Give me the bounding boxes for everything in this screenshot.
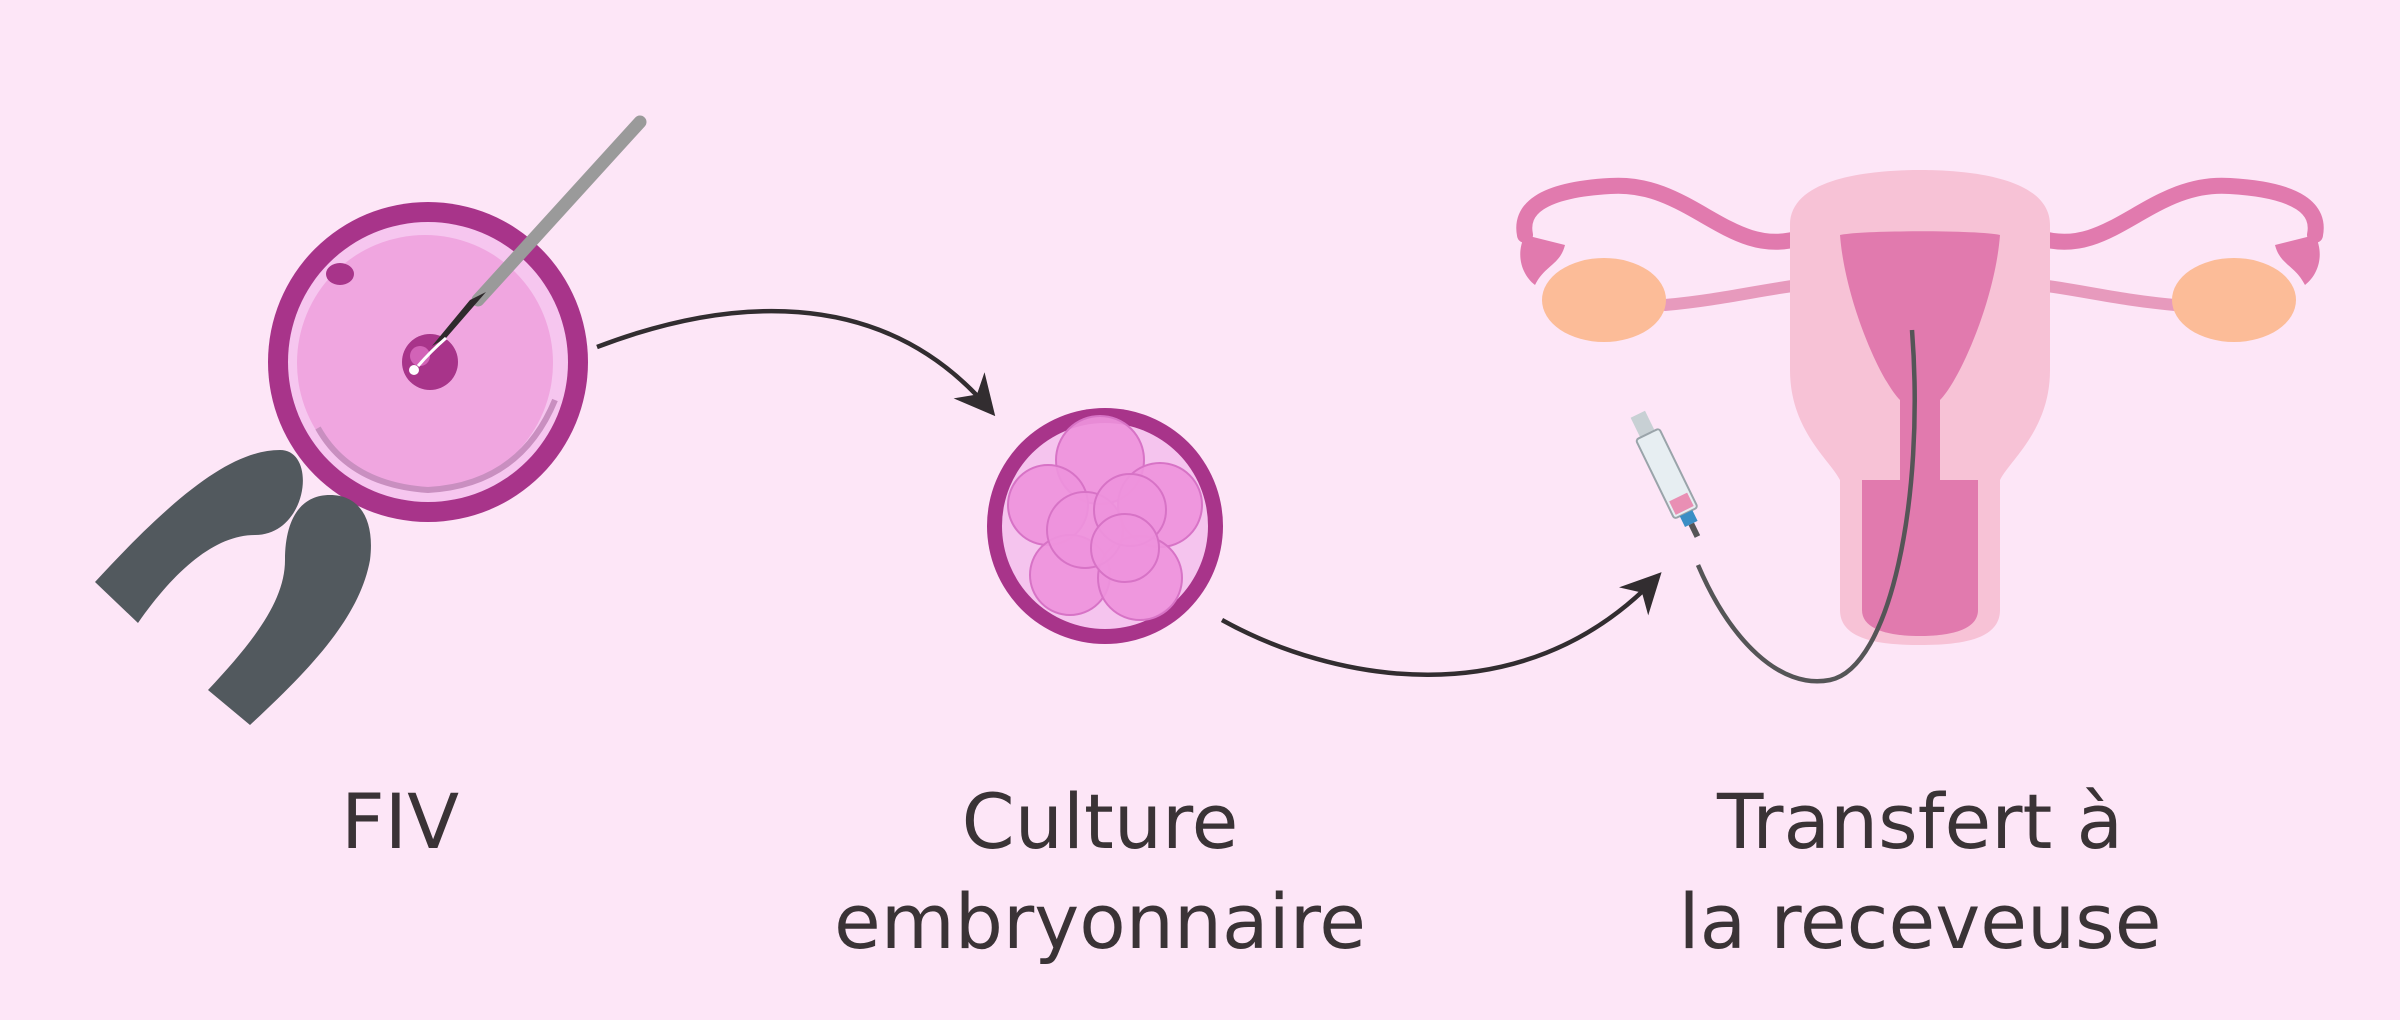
- needle-shaft: [471, 115, 647, 307]
- syringe: [1630, 410, 1701, 538]
- injection-needle: [409, 115, 647, 375]
- ovarian-ligament-right: [2034, 279, 2181, 311]
- uterus-cavity: [1840, 231, 2000, 480]
- blastomere: [1090, 513, 1160, 583]
- step-label-culture: Culture embryonnaire: [780, 772, 1420, 972]
- arrow-fiv-to-culture: [596, 308, 996, 417]
- fimbriae-right: [2275, 235, 2320, 285]
- nucleus: [402, 334, 458, 390]
- sperm-head: [409, 365, 419, 375]
- syringe-plunger: [1630, 410, 1655, 438]
- fimbriae-left: [1520, 235, 1565, 285]
- fallopian-tube-right: [2032, 177, 2324, 250]
- nucleolus: [410, 346, 430, 366]
- step-label-transfer: Transfert à la receveuse: [1560, 772, 2280, 972]
- syringe-hub: [1679, 510, 1698, 527]
- ovarian-ligament-left: [1659, 279, 1806, 311]
- syringe-fill: [1669, 492, 1694, 515]
- needle-tip: [432, 292, 486, 346]
- step-label-line: FIV: [340, 777, 460, 866]
- catheter-tube: [1695, 329, 1917, 684]
- step-label-line: Transfert à: [1716, 777, 2124, 866]
- holding-pipette: [95, 450, 371, 725]
- ovary-left: [1542, 258, 1666, 342]
- pipette-body: [95, 450, 303, 623]
- uterus-illustration: [1516, 170, 2324, 645]
- polar-body: [326, 263, 354, 285]
- step-label-fiv: FIV: [250, 772, 550, 872]
- pipette-lower-body: [208, 495, 371, 725]
- fallopian-tube-left: [1516, 177, 1808, 250]
- uterine-cervix: [1862, 480, 1978, 636]
- transfer-catheter: [1630, 329, 1917, 684]
- oocyte-shadow: [315, 398, 558, 494]
- syringe-tip: [1688, 522, 1701, 538]
- ovary-right: [2172, 258, 2296, 342]
- arrow-culture-to-transfer: [1220, 572, 1662, 677]
- step-label-line: embryonnaire: [833, 877, 1367, 966]
- oocyte-illustration: [268, 202, 588, 522]
- step-label-line: la receveuse: [1678, 877, 2162, 966]
- sperm-tail: [416, 336, 447, 367]
- step-label-line: Culture: [961, 777, 1239, 866]
- embryo-illustration: [987, 408, 1223, 644]
- blastomere-cluster: [1007, 415, 1203, 621]
